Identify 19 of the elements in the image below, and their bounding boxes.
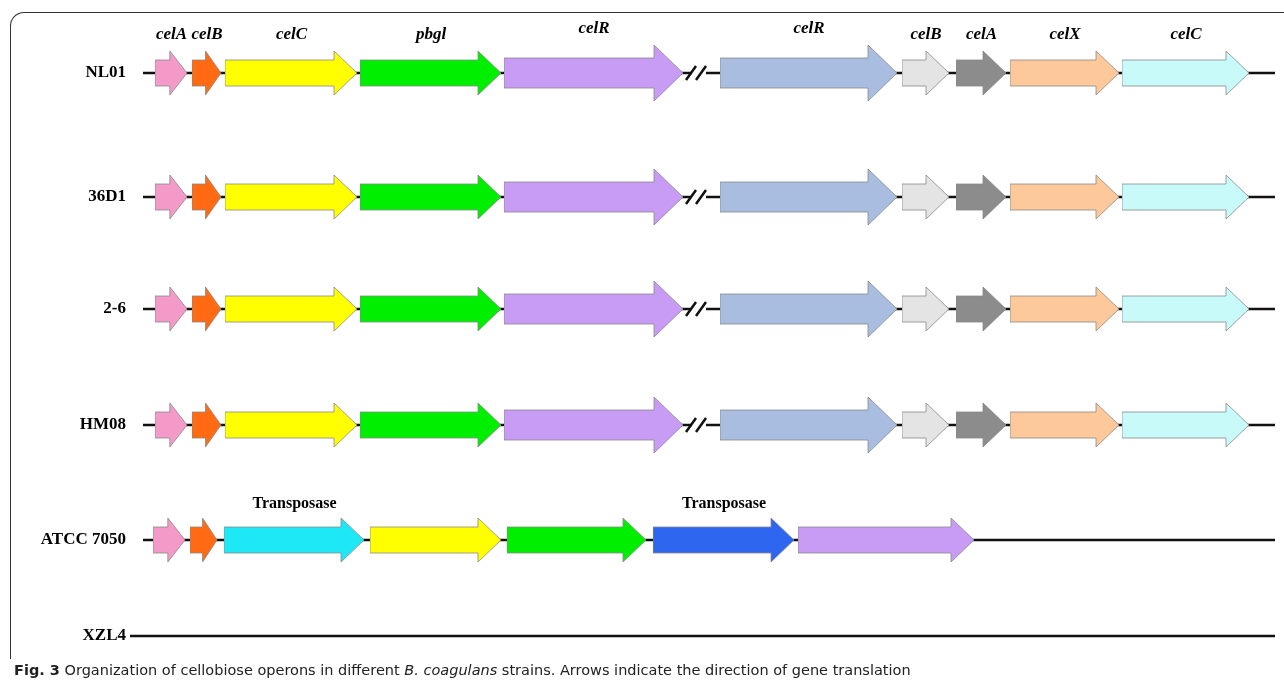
gene-label: celC [275, 24, 308, 44]
gene-label: celR [793, 18, 825, 38]
strain-label: NL01 [85, 62, 126, 82]
strain-label: 36D1 [88, 186, 126, 206]
gene-label: celB [191, 24, 223, 44]
gene-label: celA [155, 24, 188, 44]
strain-label: 2-6 [103, 298, 126, 318]
gene-label: celC [1170, 24, 1202, 44]
gene-label: Transposase [252, 493, 337, 513]
figure-caption: Fig. 3 Organization of cellobiose operons in different B. coagulans strains. Arrows indicate the direction of gene translation [14, 662, 911, 678]
gene-label: celA [965, 24, 998, 44]
gene-label: celB [910, 24, 942, 44]
gene-label: celR [578, 18, 610, 38]
gene-label: Transposase [681, 493, 767, 513]
gene-label: pbgl [415, 24, 447, 44]
gene-label: celX [1049, 24, 1081, 44]
strain-label: ATCC 7050 [40, 529, 126, 549]
strain-label: XZL4 [82, 625, 126, 645]
strain-label: HM08 [79, 414, 126, 434]
